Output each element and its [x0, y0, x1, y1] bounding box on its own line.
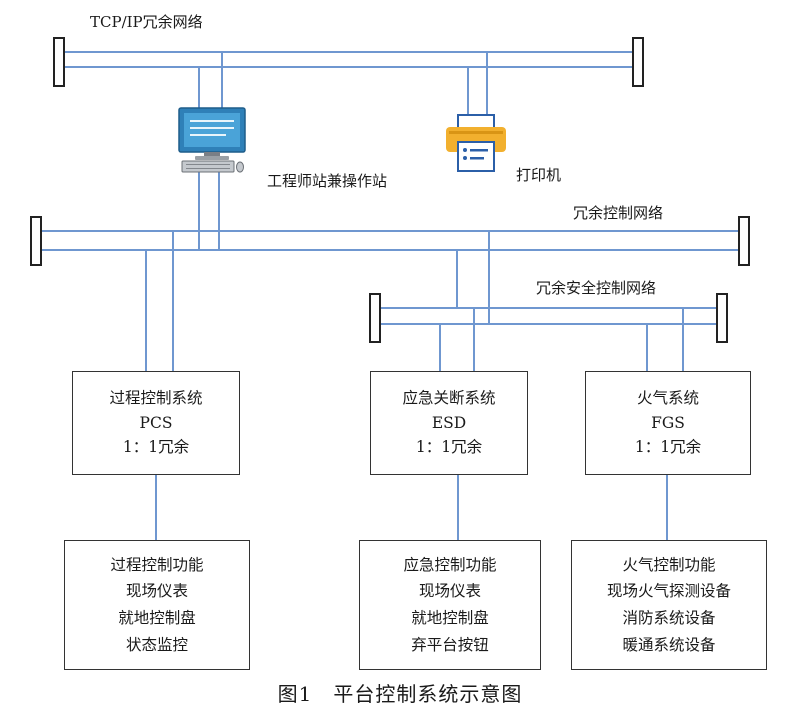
tcp-ip-bus-left-terminator: [53, 37, 65, 87]
system-code: PCS: [139, 413, 173, 432]
safety-bus-left-terminator: [369, 293, 381, 343]
function-item: 现场火气探测设备: [606, 582, 731, 601]
function-item: 就地控制盘: [411, 609, 489, 627]
function-item: 暖通系统设备: [622, 635, 716, 654]
system-code: FGS: [651, 413, 685, 432]
connector-lines: [145, 52, 684, 540]
esd-function-box: 应急控制功能 现场仪表 就地控制盘 弃平台按钮: [359, 540, 541, 670]
function-item: 现场仪表: [125, 582, 188, 601]
control-bus-left-terminator: [30, 216, 42, 266]
fgs-system-box: 火气系统 FGS 1：1冗余: [585, 371, 751, 475]
system-redundancy: 1：1冗余: [415, 438, 483, 457]
system-name: 过程控制系统: [109, 388, 203, 407]
printer-label: 打印机: [516, 166, 562, 184]
fgs-function-box: 火气控制功能 现场火气探测设备 消防系统设备 暖通系统设备: [571, 540, 767, 670]
tcp-ip-bus-right-terminator: [632, 37, 644, 87]
function-item: 应急控制功能: [403, 555, 497, 574]
function-item: 状态监控: [125, 635, 188, 654]
system-name: 应急关断系统: [402, 388, 496, 407]
function-item: 火气控制功能: [622, 555, 716, 574]
computer-icon: [178, 107, 246, 173]
safety-bus-right-terminator: [716, 293, 728, 343]
safety-network-bus: [377, 307, 722, 325]
tcp-ip-network-bus: [61, 51, 638, 68]
figure-caption: 图1 平台控制系统示意图: [277, 682, 523, 706]
function-item: 消防系统设备: [622, 609, 716, 627]
function-item: 现场仪表: [418, 582, 481, 601]
control-network-label: 冗余控制网络: [573, 204, 664, 222]
control-network-bus: [38, 230, 742, 251]
system-redundancy: 1：1冗余: [634, 438, 702, 457]
tcp-ip-network-label: TCP/IP冗余网络: [90, 13, 203, 31]
system-redundancy: 1：1冗余: [122, 438, 190, 457]
printer-icon: [446, 114, 506, 172]
engineer-station-label: 工程师站兼操作站: [267, 172, 388, 190]
pcs-function-box: 过程控制功能 现场仪表 就地控制盘 状态监控: [64, 540, 250, 670]
function-item: 就地控制盘: [118, 609, 196, 627]
system-code: ESD: [431, 413, 467, 432]
pcs-system-box: 过程控制系统 PCS 1：1冗余: [72, 371, 240, 475]
control-bus-right-terminator: [738, 216, 750, 266]
system-name: 火气系统: [636, 388, 699, 407]
esd-system-box: 应急关断系统 ESD 1：1冗余: [370, 371, 528, 475]
function-item: 弃平台按钮: [411, 635, 489, 654]
function-item: 过程控制功能: [110, 555, 204, 574]
safety-network-label: 冗余安全控制网络: [536, 279, 657, 297]
